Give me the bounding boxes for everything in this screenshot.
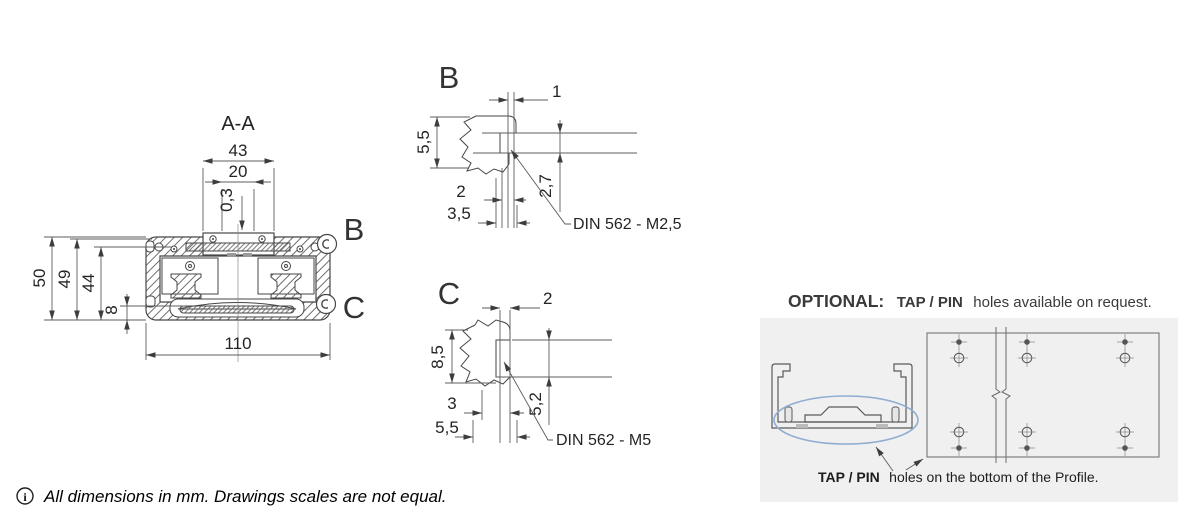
washer-right <box>281 261 291 271</box>
din-562-m5-label: DIN 562 - M5 <box>556 432 651 449</box>
detail-c-slot-lines <box>472 310 518 443</box>
dim-110-text: 110 <box>224 334 251 353</box>
optional-caption-text: holes on the bottom of the Profile. <box>889 469 1098 485</box>
section-aa-view: A-A <box>30 113 365 362</box>
leader-din-m2-5: DIN 562 - M2,5 <box>508 148 682 233</box>
dim-49-text: 49 <box>55 270 74 289</box>
dim-8-text: 8 <box>102 305 121 314</box>
plate-tab <box>243 253 252 257</box>
callout-circle-c <box>315 293 337 315</box>
dim-44: 44 <box>79 247 104 320</box>
optional-caption: TAP / PIN holes on the bottom of the Pro… <box>818 469 1099 486</box>
highlight-ellipse <box>773 395 919 445</box>
footnote: i All dimensions in mm. Drawings scales … <box>16 487 447 506</box>
profile-body <box>145 232 338 321</box>
wall-notch-bottom <box>145 295 156 308</box>
dim-b-1-text: 1 <box>552 82 561 101</box>
dim-43-text: 43 <box>229 141 248 160</box>
dim-c-3: 3 <box>447 394 524 416</box>
peg-right <box>891 406 900 423</box>
wall-notch-top <box>145 240 155 253</box>
dim-20: 20 <box>205 162 271 231</box>
dim-c-8-5: 8,5 <box>428 329 496 384</box>
callout-circle-b <box>316 233 338 255</box>
dim-c-5-5-text: 5,5 <box>435 418 459 437</box>
optional-heading: OPTIONAL: TAP / PIN holes available on r… <box>788 291 1152 311</box>
profile-bottom-view <box>926 327 1160 463</box>
info-icon <box>16 487 34 505</box>
dim-b-2: 2 <box>456 182 526 203</box>
dim-c-2: 2 <box>482 289 552 311</box>
dim-b-3-5: 3,5 <box>447 204 530 226</box>
extension-lines-left <box>44 236 185 321</box>
dim-b-2-7: 2,7 <box>536 120 563 212</box>
foot-tab-left <box>796 424 808 428</box>
plate-tab <box>227 253 236 257</box>
bottom-view-outline <box>926 332 1160 458</box>
dim-c-3-text: 3 <box>447 394 456 413</box>
caption-leaders <box>873 445 925 472</box>
info-icon-glyph: i <box>23 490 27 504</box>
detail-c-view: C 2 8,5 5,2 3 <box>428 276 651 449</box>
dim-50-text: 50 <box>30 269 49 288</box>
detail-b-view: B 1 5,5 2,7 2 <box>414 60 682 233</box>
footnote-text: All dimensions in mm. Drawings scales ar… <box>43 487 447 506</box>
dim-c-2-text: 2 <box>543 289 552 308</box>
dim-50: 50 <box>30 237 55 320</box>
dim-b-1: 1 <box>489 82 561 103</box>
screw-dot <box>173 248 175 250</box>
break-line-left <box>991 327 1001 463</box>
bottom-plate-bump <box>804 406 882 423</box>
dim-110: 110 <box>145 323 331 360</box>
detail-b-slot-lines <box>473 92 637 228</box>
optional-section: OPTIONAL: TAP / PIN holes available on r… <box>760 291 1178 502</box>
dim-b-5-5-text: 5,5 <box>414 130 433 154</box>
dim-44-text: 44 <box>79 274 98 293</box>
section-aa-title: A-A <box>221 113 255 135</box>
dim-c-5-2: 5,2 <box>496 328 612 425</box>
optional-heading-label: OPTIONAL: <box>788 291 884 311</box>
dim-c-5-5: 5,5 <box>435 418 530 440</box>
bolt-dot <box>261 238 263 240</box>
profile-front-view <box>771 363 919 445</box>
peg-left <box>784 406 793 423</box>
bolt-dot <box>212 238 214 240</box>
dim-c-5-2-text: 5,2 <box>526 392 545 416</box>
bottom-shaft <box>179 305 295 314</box>
dim-8: 8 <box>102 294 130 334</box>
dim-b-2-text: 2 <box>456 182 465 201</box>
optional-heading-text: holes available on request. <box>973 294 1151 311</box>
profile-channel <box>771 363 913 429</box>
washer-dot <box>188 264 192 268</box>
dim-43: 43 <box>202 141 275 231</box>
washer-dot <box>284 264 288 268</box>
optional-heading-emph: TAP / PIN <box>897 294 963 311</box>
optional-caption-emph: TAP / PIN <box>818 469 880 485</box>
dim-b-5-5: 5,5 <box>414 116 470 169</box>
screw-dot <box>299 248 301 250</box>
leader-din-m5: DIN 562 - M5 <box>501 360 651 449</box>
break-line-right <box>1001 327 1011 463</box>
dim-0-3-text: 0,3 <box>217 188 236 212</box>
roller-right <box>270 273 302 299</box>
dim-b-2-7-text: 2,7 <box>536 174 555 198</box>
roller-left <box>170 273 202 299</box>
detail-c-label: C <box>438 276 460 311</box>
washer-left <box>185 261 195 271</box>
callout-label-c: C <box>343 290 365 325</box>
dim-20-text: 20 <box>229 162 248 181</box>
dim-b-3-5-text: 3,5 <box>447 204 471 223</box>
din-562-m2-5-label: DIN 562 - M2,5 <box>573 216 682 233</box>
dim-49: 49 <box>55 239 80 320</box>
dim-c-8-5-text: 8,5 <box>428 345 447 369</box>
detail-b-label: B <box>439 60 460 95</box>
foot-tab-right <box>876 424 888 428</box>
dim-0-3: 0,3 <box>217 188 245 230</box>
callout-label-b: B <box>344 212 365 247</box>
optional-panel <box>760 318 1178 502</box>
